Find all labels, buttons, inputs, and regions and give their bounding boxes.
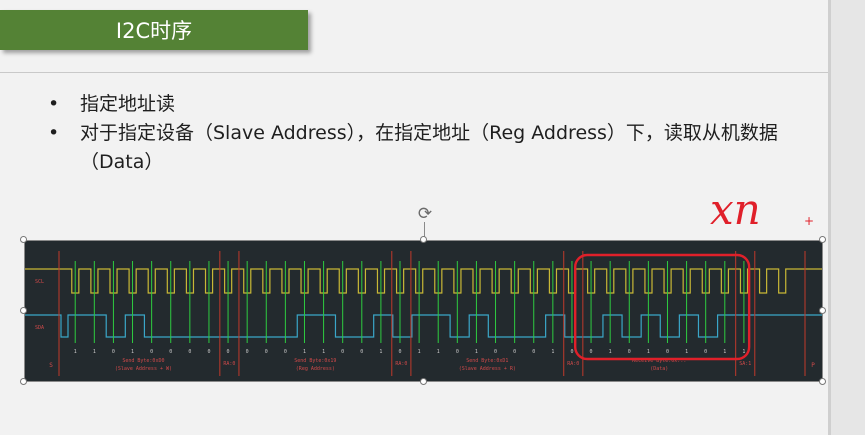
resize-handle-nw[interactable] bbox=[20, 236, 27, 243]
slide-title[interactable]: I2C时序 bbox=[0, 10, 308, 50]
bit-value-label: 1 bbox=[74, 349, 77, 355]
bit-value-label: 0 bbox=[513, 349, 516, 355]
bit-value-label: 0 bbox=[398, 349, 401, 355]
bit-value-label: 1 bbox=[742, 349, 745, 355]
bullet-dot-icon: • bbox=[48, 122, 60, 144]
timing-diagram: SCL SDA 1 1 0 1 0 0 0 0 0 0 0 0 1 1 0 0 1 0 1 1 0 1 0 0 0 1 0 0 1 0 1 0 1 0… bbox=[25, 251, 822, 376]
byte-title: Send Byte:0x19 bbox=[294, 358, 336, 364]
rotate-handle-icon[interactable]: ⟳ bbox=[417, 204, 433, 224]
resize-handle-s[interactable] bbox=[420, 378, 427, 385]
bit-value-label: 1 bbox=[475, 349, 478, 355]
bit-value-label: 1 bbox=[609, 349, 612, 355]
bit-value-label: 0 bbox=[227, 349, 230, 355]
annotation-plus: + bbox=[804, 214, 815, 228]
stop-label: P bbox=[811, 362, 815, 369]
ack-label: RA:0 bbox=[223, 361, 235, 367]
bit-value-label: 0 bbox=[570, 349, 573, 355]
scl-waveform bbox=[25, 268, 822, 294]
bit-value-label: 1 bbox=[551, 349, 554, 355]
bit-value-label: 0 bbox=[246, 349, 249, 355]
bullet-dot-icon: • bbox=[48, 93, 60, 115]
timing-diagram-image[interactable]: SCL SDA 1 1 0 1 0 0 0 0 0 0 0 0 1 1 0 0 1 0 1 1 0 1 0 0 0 1 0 0 1 0 1 0 1 0… bbox=[24, 240, 823, 382]
bit-value-label: 0 bbox=[341, 349, 344, 355]
rotate-connector bbox=[424, 222, 425, 240]
sda-waveform bbox=[25, 314, 822, 338]
byte-subtitle: (Reg Address) bbox=[296, 366, 335, 372]
scl-label: SCL bbox=[35, 279, 44, 285]
ack-label: RA:0 bbox=[395, 361, 407, 367]
bit-value-label: 0 bbox=[112, 349, 115, 355]
ack-label: SA:1 bbox=[739, 361, 751, 367]
bit-value-label: 1 bbox=[437, 349, 440, 355]
bit-value-label: 0 bbox=[704, 349, 707, 355]
bit-value-label: 0 bbox=[360, 349, 363, 355]
bit-value-label: 1 bbox=[303, 349, 306, 355]
resize-handle-sw[interactable] bbox=[20, 378, 27, 385]
bit-value-label: 0 bbox=[628, 349, 631, 355]
start-label: S bbox=[49, 362, 53, 369]
bit-value-label: 0 bbox=[207, 349, 210, 355]
bullet-text: 对于指定设备（Slave Address），在指定地址（Reg Address）… bbox=[80, 122, 778, 173]
byte-title: Send Byte:0xD0 bbox=[122, 358, 164, 364]
bit-value-label: 0 bbox=[456, 349, 459, 355]
title-divider bbox=[0, 72, 828, 73]
resize-handle-n[interactable] bbox=[420, 236, 427, 243]
resize-handle-se[interactable] bbox=[819, 378, 826, 385]
bit-value-label: 0 bbox=[169, 349, 172, 355]
bit-value-label: 1 bbox=[379, 349, 382, 355]
bit-value-label: 1 bbox=[647, 349, 650, 355]
slide-edge bbox=[828, 0, 831, 435]
bit-value-label: 1 bbox=[418, 349, 421, 355]
byte-title: Send Byte:0xD1 bbox=[466, 358, 508, 364]
bullet-list[interactable]: • 指定地址读 • 对于指定设备（Slave Address），在指定地址（Re… bbox=[48, 90, 818, 177]
bit-value-label: 1 bbox=[685, 349, 688, 355]
bullet-item: • 指定地址读 bbox=[48, 90, 818, 119]
data-highlight-circle bbox=[574, 253, 751, 361]
resize-handle-w[interactable] bbox=[20, 307, 27, 314]
bullet-item: • 对于指定设备（Slave Address），在指定地址（Reg Addres… bbox=[48, 119, 818, 177]
bit-value-label: 1 bbox=[322, 349, 325, 355]
bit-value-label: 0 bbox=[284, 349, 287, 355]
byte-title: Receive Byte:0x... bbox=[632, 358, 686, 364]
bit-value-label: 0 bbox=[188, 349, 191, 355]
byte-subtitle: (Slave Address + W) bbox=[115, 366, 172, 372]
editor-gutter bbox=[831, 0, 865, 435]
bit-value-label: 0 bbox=[494, 349, 497, 355]
bit-value-label: 1 bbox=[131, 349, 134, 355]
sda-label: SDA bbox=[35, 325, 44, 331]
ack-label: RA:0 bbox=[567, 361, 579, 367]
resize-handle-e[interactable] bbox=[819, 307, 826, 314]
byte-subtitle: (Slave Address + R) bbox=[459, 366, 516, 372]
bit-value-label: 0 bbox=[150, 349, 153, 355]
byte-subtitle: (Data) bbox=[650, 366, 668, 372]
bullet-text: 指定地址读 bbox=[80, 93, 176, 115]
resize-handle-ne[interactable] bbox=[819, 236, 826, 243]
handwritten-annotation: xn bbox=[710, 185, 761, 234]
bit-value-label: 1 bbox=[93, 349, 96, 355]
bit-value-label: 0 bbox=[265, 349, 268, 355]
bit-value-label: 1 bbox=[723, 349, 726, 355]
bit-value-label: 0 bbox=[590, 349, 593, 355]
bit-value-label: 0 bbox=[532, 349, 535, 355]
bit-value-label: 0 bbox=[666, 349, 669, 355]
